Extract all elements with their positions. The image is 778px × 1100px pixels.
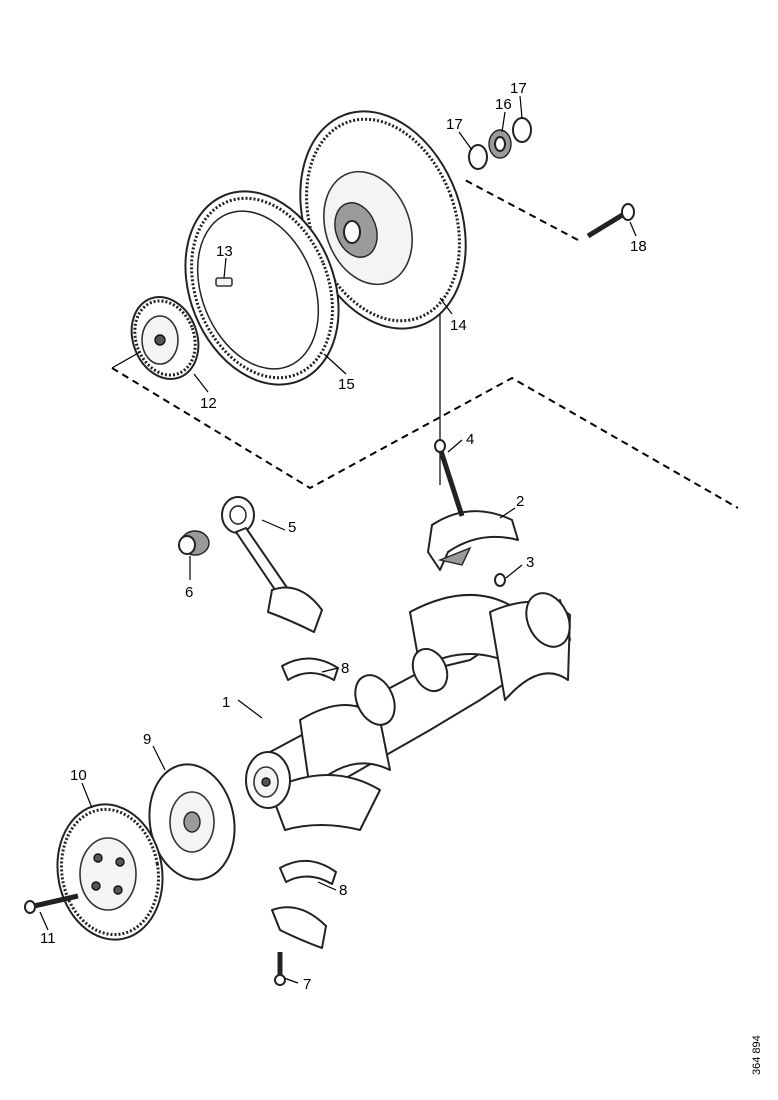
label-17-left: 17 [446, 116, 463, 133]
vibration-damper [148, 763, 236, 881]
small-end-bush [178, 530, 210, 556]
label-8-upper: 8 [341, 660, 349, 677]
label-6: 6 [185, 584, 193, 601]
main-bearing-cap [427, 510, 519, 571]
crankshaft-pulley [56, 803, 164, 941]
label-10: 10 [70, 767, 87, 784]
ring-gear [184, 190, 340, 386]
label-11: 11 [40, 930, 56, 947]
flywheel [299, 110, 467, 330]
bearing-shell-upper [281, 657, 339, 681]
crank-gear [130, 296, 200, 380]
label-17-right: 17 [510, 80, 527, 97]
label-5: 5 [288, 519, 296, 536]
reference-code: 364 894 [751, 1035, 763, 1075]
label-7: 7 [303, 976, 311, 993]
label-9: 9 [143, 731, 151, 748]
flywheel-bolt [586, 203, 635, 239]
connecting-rod [221, 496, 323, 633]
bearing-shell-lower [279, 860, 337, 885]
label-2: 2 [516, 493, 524, 510]
label-4: 4 [466, 431, 474, 448]
label-12: 12 [200, 395, 217, 412]
label-16: 16 [495, 96, 512, 113]
label-15: 15 [338, 376, 355, 393]
crankshaft [245, 592, 571, 831]
pulley-bolt [24, 893, 79, 914]
rod-bolt [274, 952, 286, 986]
dowel-sleeve [494, 573, 506, 587]
label-1: 1 [222, 694, 230, 711]
pilot-bearing-set [468, 117, 532, 170]
label-14: 14 [450, 317, 467, 334]
rod-cap [271, 906, 327, 949]
label-3: 3 [526, 554, 534, 571]
main-bearing-bolt [434, 439, 465, 517]
dowel-pin [215, 277, 233, 287]
label-18: 18 [630, 238, 647, 255]
label-8-lower: 8 [339, 882, 347, 899]
callout-labels: 1 2 3 4 5 6 7 8 8 9 10 11 12 13 14 15 16… [40, 80, 647, 993]
leader-lines [39, 95, 637, 984]
label-13: 13 [216, 243, 233, 260]
